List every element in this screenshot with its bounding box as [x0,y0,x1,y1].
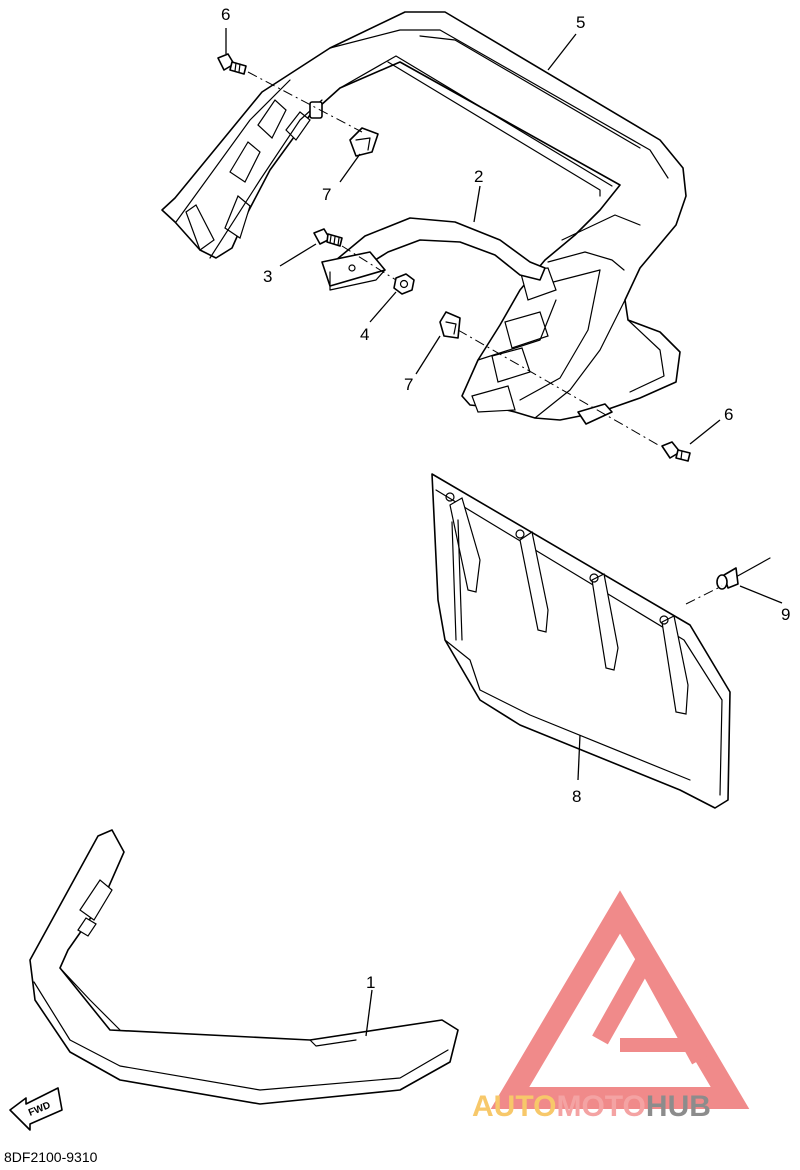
part-4-nut [393,273,415,295]
callout-6-upper: 6 [221,5,230,24]
callout-2: 2 [474,167,483,186]
diagram-code: 8DF2100-9310 [4,1149,98,1165]
callout-5: 5 [576,13,585,32]
callout-4: 4 [360,325,369,344]
watermark-text: AUTOMOTOHUB [472,1090,711,1123]
part-7-clip-lower [439,311,461,339]
callout-7-upper: 7 [322,185,331,204]
fwd-arrow-icon: FWD [9,1087,63,1131]
part-7-clip-upper [349,127,379,157]
watermark-auto: AUTO [472,1090,556,1123]
part-3-bolt [313,228,343,247]
callout-3: 3 [263,267,272,286]
callout-1: 1 [366,973,375,992]
callout-6-lower: 6 [724,405,733,424]
part-1-front-bumper [29,829,459,1105]
part-9-rivet [716,557,771,590]
callouts: 6 5 2 7 3 4 7 6 9 8 1 [221,5,790,992]
leader-lines [225,28,783,1037]
watermark-logo-icon [490,890,750,1109]
callout-9: 9 [781,605,790,624]
watermark-moto: MOTO [556,1090,645,1123]
part-6-bolt-upper [217,53,247,75]
watermark-hub: HUB [646,1090,711,1123]
callout-8: 8 [572,787,581,806]
part-2-bracket [321,217,546,291]
center-lines [247,71,723,605]
callout-7-lower: 7 [404,375,413,394]
part-8-mud-flap [431,473,731,809]
part-6-bolt-lower [661,441,691,462]
